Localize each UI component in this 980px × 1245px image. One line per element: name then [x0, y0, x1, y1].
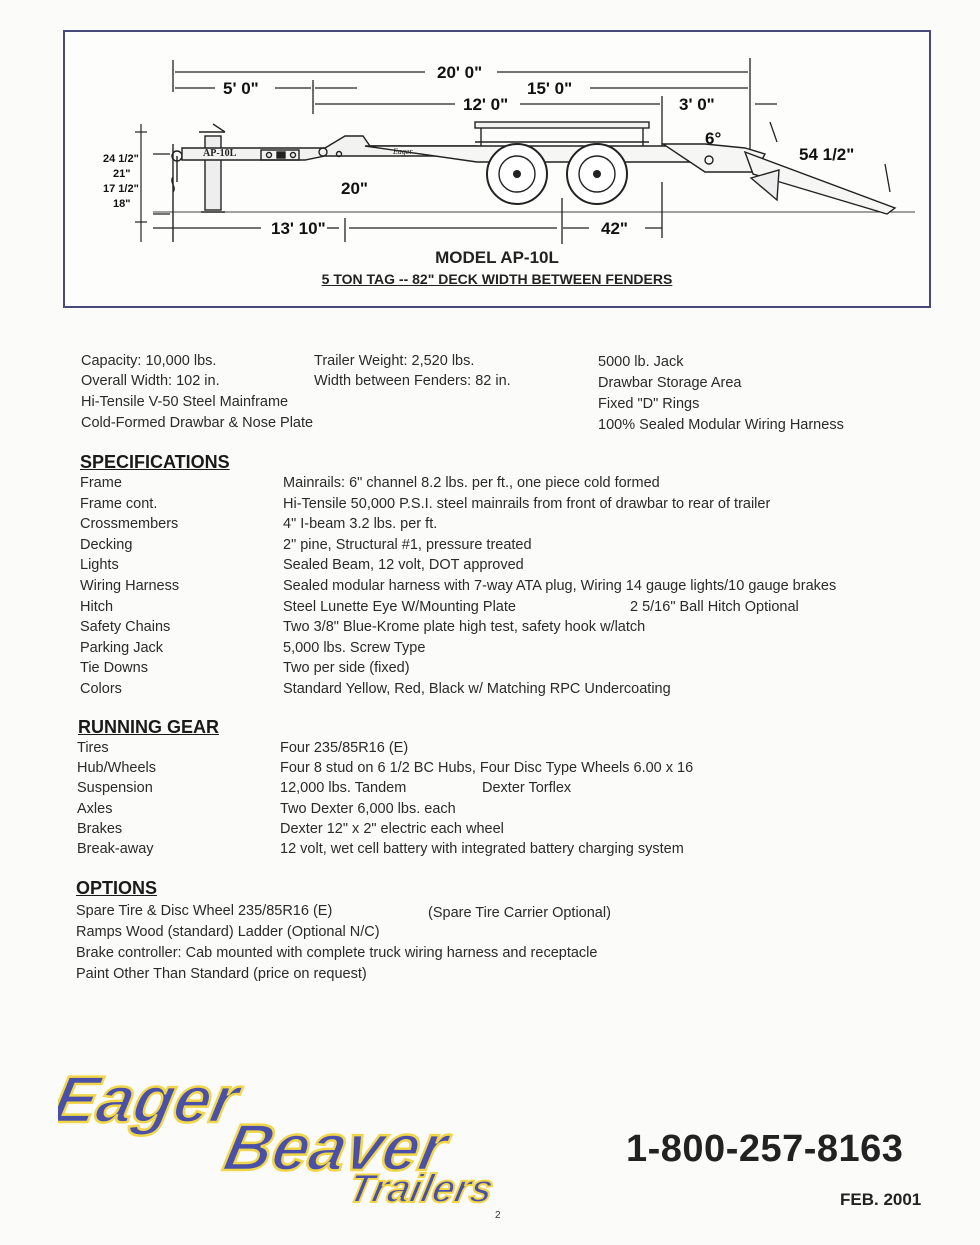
- phone-number: 1-800-257-8163: [626, 1128, 904, 1170]
- options-heading: OPTIONS: [76, 878, 158, 898]
- dim-deck-length: 12' 0": [463, 95, 508, 114]
- gear-row-value: Four 235/85R16 (E): [280, 740, 409, 756]
- feature-drawbar: Cold-Formed Drawbar & Nose Plate: [81, 415, 314, 431]
- spec-row-label: Tie Downs: [80, 660, 148, 677]
- spec-row-label: Lights: [80, 557, 119, 574]
- dim-hitch-height-3: 17 1/2": [103, 183, 139, 195]
- spec-row-label: Parking Jack: [80, 639, 164, 656]
- spec-row-label: Frame: [80, 475, 122, 491]
- spec-row-value: Mainrails: 6" channel 8.2 lbs. per ft., …: [283, 475, 660, 491]
- model-subtitle: 5 TON TAG -- 82" DECK WIDTH BETWEEN FEND…: [321, 271, 673, 287]
- tongue-brand: Eager: [392, 147, 413, 156]
- spec-row-label: Frame cont.: [80, 495, 158, 512]
- dim-angle: 6°: [705, 129, 721, 148]
- gear-row-extra: Dexter Torflex: [482, 780, 572, 797]
- spec-row-value: Two 3/8" Blue-Krome plate high test, saf…: [283, 619, 646, 636]
- dim-tail-length: 3' 0": [679, 95, 715, 114]
- gear-row-value: 12,000 lbs. Tandem: [280, 780, 407, 797]
- eager-beaver-logo: Eager Beaver Trailers: [58, 1062, 499, 1211]
- model-title: MODEL AP-10L: [435, 248, 559, 267]
- dim-hitch-height-1: 24 1/2": [103, 153, 139, 165]
- spec-row-label: Colors: [80, 681, 122, 697]
- spec-row-value: 4" I-beam 3.2 lbs. per ft.: [283, 516, 438, 533]
- spec-row-label: Crossmembers: [80, 516, 179, 533]
- gear-row-value: Dexter 12" x 2" electric each wheel: [280, 820, 504, 837]
- page-number: 2: [495, 1210, 501, 1221]
- wheel-front: [486, 143, 548, 205]
- feature-d-rings: Fixed "D" Rings: [598, 396, 700, 412]
- gear-row-label: Break-away: [77, 841, 154, 857]
- trailer-diagram-box: 20' 0" 5' 0" 15' 0" 12' 0" 3' 0" 6° 54 1…: [63, 30, 931, 308]
- dim-to-axle: 13' 10": [271, 219, 326, 238]
- gear-row-label: Hub/Wheels: [77, 760, 156, 777]
- dim-hitch-height-4: 18": [113, 198, 130, 210]
- spec-row-label: Hitch: [80, 598, 114, 615]
- feature-overall-width: Overall Width: 102 in.: [81, 373, 220, 389]
- spec-row-label: Decking: [80, 536, 133, 553]
- option-item: Paint Other Than Standard (price on requ…: [76, 966, 367, 982]
- logo-line1: Eager: [58, 1064, 248, 1137]
- trailer-diagram: 20' 0" 5' 0" 15' 0" 12' 0" 3' 0" 6° 54 1…: [103, 58, 915, 244]
- spec-row-value: 5,000 lbs. Screw Type: [283, 639, 426, 656]
- spec-row-label: Safety Chains: [80, 619, 171, 636]
- option-item: Brake controller: Cab mounted with compl…: [76, 945, 598, 961]
- running-gear-heading: RUNNING GEAR: [78, 717, 220, 737]
- dim-hitch-height-2: 21": [113, 168, 130, 180]
- feature-trailer-weight: Trailer Weight: 2,520 lbs.: [314, 353, 475, 369]
- dim-overall-length: 20' 0": [437, 63, 482, 82]
- logo-line2: Beaver: [218, 1112, 457, 1185]
- spec-row-value: Hi-Tensile 50,000 P.S.I. steel mainrails…: [283, 495, 771, 512]
- specifications-heading: SPECIFICATIONS: [80, 452, 230, 472]
- spec-row-label: Wiring Harness: [80, 578, 180, 594]
- dim-front-length: 5' 0": [223, 79, 259, 98]
- gear-row-label: Tires: [77, 740, 109, 756]
- gear-row-label: Axles: [77, 800, 113, 817]
- tongue-model-label: AP-10L: [203, 148, 237, 159]
- publication-date: FEB. 2001: [840, 1190, 922, 1209]
- feature-jack: 5000 lb. Jack: [598, 354, 684, 370]
- gear-row-label: Brakes: [77, 820, 123, 837]
- spec-row-value: Steel Lunette Eye W/Mounting Plate: [283, 598, 516, 615]
- feature-capacity: Capacity: 10,000 lbs.: [81, 353, 217, 369]
- feature-wiring: 100% Sealed Modular Wiring Harness: [598, 417, 844, 433]
- spec-row-value: Two per side (fixed): [283, 660, 410, 677]
- option-item: Ramps Wood (standard) Ladder (Optional N…: [76, 924, 380, 940]
- spec-row-value: Sealed Beam, 12 volt, DOT approved: [283, 557, 524, 574]
- feature-storage: Drawbar Storage Area: [598, 375, 742, 391]
- dim-axle-spread: 42": [601, 219, 628, 238]
- spec-row-value: 2" pine, Structural #1, pressure treated: [283, 536, 532, 553]
- gear-row-value: 12 volt, wet cell battery with integrate…: [280, 841, 684, 857]
- option-note: (Spare Tire Carrier Optional): [428, 905, 611, 921]
- gear-row-value: Four 8 stud on 6 1/2 BC Hubs, Four Disc …: [280, 760, 694, 777]
- feature-fender-width: Width between Fenders: 82 in.: [314, 373, 511, 389]
- dim-deck-height: 20": [341, 179, 368, 198]
- spec-row-value: Standard Yellow, Red, Black w/ Matching …: [283, 681, 671, 697]
- spec-row-value: Sealed modular harness with 7-way ATA pl…: [283, 578, 837, 594]
- gear-row-label: Suspension: [77, 780, 153, 797]
- option-item: Spare Tire & Disc Wheel 235/85R16 (E): [76, 903, 333, 919]
- dim-ramp-length: 54 1/2": [799, 145, 854, 164]
- wheel-rear: [566, 143, 628, 205]
- spec-row-extra: 2 5/16" Ball Hitch Optional: [630, 598, 799, 615]
- feature-mainframe: Hi-Tensile V-50 Steel Mainframe: [81, 394, 289, 410]
- logo-line3: Trailers: [344, 1165, 497, 1210]
- dim-rear-length: 15' 0": [527, 79, 572, 98]
- gear-row-value: Two Dexter 6,000 lbs. each: [280, 800, 456, 817]
